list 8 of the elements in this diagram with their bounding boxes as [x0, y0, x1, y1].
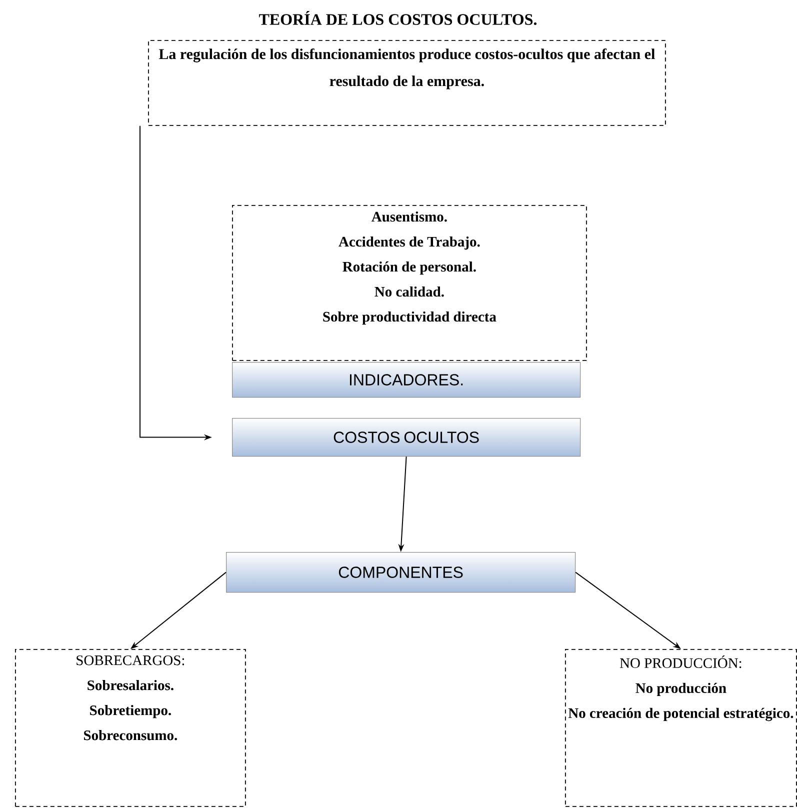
process-bar: COSTOS OCULTOS [232, 418, 581, 457]
process-bar: COMPONENTES [226, 552, 576, 593]
indicator-bar: INDICADORES. [232, 362, 581, 398]
statement-box: La regulación de los disfuncionamientos produce costos-ocultos que afectan el resultado de la empresa. [148, 40, 666, 126]
indicator-list-box: Ausentismo. Accidentes de Trabajo. Rotación de personal. No calidad. Sobre productividad directa [232, 205, 587, 361]
category-box: SOBRECARGOS: Sobresalarios. Sobretiempo. Sobreconsumo. [15, 649, 246, 807]
category-box: NO PRODUCCIÓN: No producción No creación de potencial estratégico. [565, 649, 797, 807]
title: TEORÍA DE LOS COSTOS OCULTOS. [259, 11, 537, 25]
